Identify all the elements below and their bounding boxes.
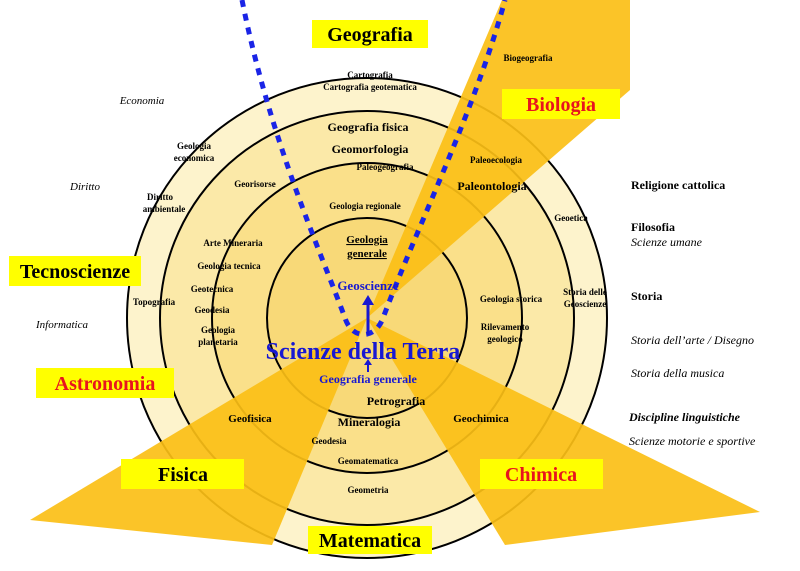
fisica-box [121, 459, 244, 489]
diritto-ambientale-label-1: Diritto [147, 192, 173, 202]
geometria-label: Geometria [348, 485, 389, 495]
chimica-label: Chimica [505, 464, 577, 486]
storia-arte-label: Storia dell’arte / Disegno [631, 333, 754, 347]
geografia-label: Geografia [327, 24, 413, 46]
geomatematica-label: Geomatematica [338, 456, 399, 466]
cartografia-geotematica-label: Cartografia geotematica [323, 82, 417, 92]
diritto-label: Diritto [69, 181, 100, 193]
fisica-label: Fisica [158, 464, 208, 486]
geografia-box [312, 20, 428, 48]
paleontologia-label: Paleontologia [457, 179, 526, 193]
biogeografia-label: Biogeografia [504, 53, 553, 63]
geomorfologia-label: Geomorfologia [332, 142, 409, 156]
storia-geoscienze-label-2: Geoscienze [564, 299, 606, 309]
geografia-generale-label: Geografia generale [319, 372, 417, 386]
tecnoscienze-box [9, 256, 141, 286]
geografia-fisica-label: Geografia fisica [328, 120, 409, 134]
biologia-wedge [367, 0, 630, 318]
georisorse-label: Georisorse [234, 179, 275, 189]
discipline-linguistiche-label: Discipline linguistiche [628, 410, 741, 424]
scienze-motorie-label: Scienze motorie e sportive [629, 434, 756, 448]
geologia-generale-label-2: generale [347, 248, 387, 260]
geodesia-middle-label: Geodesia [195, 305, 230, 315]
geologia-economica-label-1: Geologia [177, 141, 211, 151]
geologia-storica-label: Geologia storica [480, 294, 543, 304]
mineralogia-label: Mineralogia [338, 415, 401, 429]
religione-cattolica-label: Religione cattolica [631, 178, 725, 192]
scienze-umane-label: Scienze umane [631, 235, 703, 249]
chimica-wedge [367, 318, 760, 545]
petrografia-label: Petrografia [367, 394, 425, 408]
filosofia-label: Filosofia [631, 220, 675, 234]
geologia-planetaria-label-1: Geologia [201, 325, 235, 335]
geografia-generale-arrowhead [364, 359, 372, 365]
chimica-box [480, 459, 603, 489]
geologia-generale-label-1: Geologia [346, 234, 388, 246]
geologia-economica-label-2: economica [174, 153, 215, 163]
astronomia-label: Astronomia [55, 373, 156, 395]
geologia-regionale-label: Geologia regionale [329, 201, 401, 211]
rilevamento-label-1: Rilevamento [481, 322, 530, 332]
topografia-label: Topografia [133, 297, 176, 307]
geofisica-label: Geofisica [228, 413, 272, 425]
biologia-label: Biologia [526, 94, 596, 116]
diritto-ambientale-label-2: ambientale [143, 204, 186, 214]
paleogeografia-label: Paleogeografia [357, 162, 414, 172]
matematica-label: Matematica [319, 530, 421, 552]
geologia-planetaria-label-2: planetaria [198, 337, 238, 347]
storia-label: Storia [631, 289, 662, 303]
geoetica-label: Geoetica [554, 213, 588, 223]
cartografia-label: Cartografia [347, 70, 393, 80]
geotecnica-label: Geotecnica [191, 284, 234, 294]
storia-musica-label: Storia della musica [631, 366, 724, 380]
tecnoscienze-label: Tecnoscienze [20, 261, 130, 283]
rilevamento-label-2: geologico [487, 334, 523, 344]
storia-geoscienze-label-1: Storia delle [563, 287, 607, 297]
paleoecologia-label: Paleoecologia [470, 155, 522, 165]
geoscienze-label: Geoscienze [337, 278, 399, 293]
matematica-box [308, 526, 432, 554]
geoscienze-arrowhead [362, 295, 374, 305]
arte-mineraria-label: Arte Mineraria [203, 238, 263, 248]
geodesia-inner-label: Geodesia [312, 436, 347, 446]
geochimica-label: Geochimica [453, 413, 509, 425]
biologia-box [502, 89, 620, 119]
geologia-tecnica-label: Geologia tecnica [197, 261, 261, 271]
economia-label: Economia [119, 95, 165, 107]
fisica-wedge [30, 318, 367, 545]
informatica-label: Informatica [35, 319, 88, 331]
astronomia-box [36, 368, 174, 398]
scienze-della-terra-title: Scienze della Terra [266, 339, 461, 365]
